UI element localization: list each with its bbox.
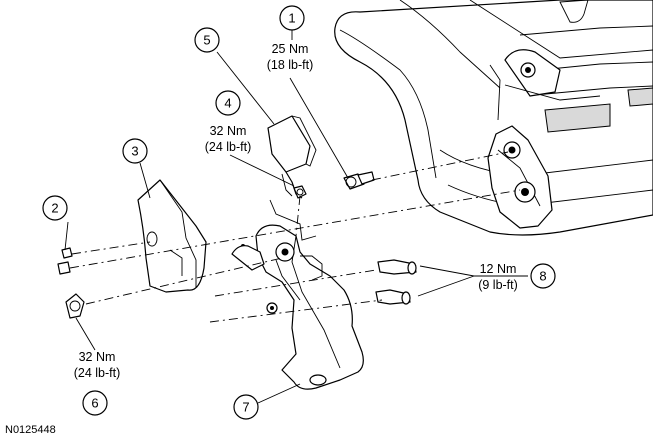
bolt-part-6 <box>65 293 85 319</box>
seat-frame <box>334 0 653 236</box>
callout-6-torque-nm: 32 Nm <box>79 350 116 364</box>
callout-2: 2 <box>42 195 68 221</box>
bolts-part-8 <box>375 259 417 305</box>
callout-4-torque-nm: 32 Nm <box>210 124 247 138</box>
callout-7-number: 7 <box>242 400 249 415</box>
callout-8-torque-nm: 12 Nm <box>480 262 517 276</box>
callout-5: 5 <box>194 27 220 53</box>
figure-id: N0125448 <box>5 424 56 436</box>
callout-5-number: 5 <box>203 33 210 48</box>
callout-1-torque-nm: 25 Nm <box>272 42 309 56</box>
seat-belt-buckle-part-5 <box>267 115 317 199</box>
bolt-1 <box>343 171 375 190</box>
bolts-part-2 <box>57 247 73 275</box>
bolt-4 <box>293 185 307 199</box>
callout-4-number: 4 <box>224 96 231 111</box>
seat-hinge-bracket <box>487 125 553 229</box>
callout-8-number: 8 <box>539 269 546 284</box>
leader-lines <box>64 30 528 404</box>
shield-cover-part-3 <box>137 179 207 293</box>
belt-strap-outline <box>269 199 317 241</box>
callout-6-number: 6 <box>91 396 98 411</box>
callout-6-torque-lbft: (24 lb-ft) <box>74 366 121 380</box>
lower-bracket-part-7 <box>231 224 364 390</box>
callout-3: 3 <box>122 138 148 164</box>
callout-3-number: 3 <box>131 144 138 159</box>
callout-2-number: 2 <box>51 201 58 216</box>
callout-4: 4 32 Nm (24 lb-ft) <box>205 90 252 154</box>
assembly-centerlines <box>69 151 521 323</box>
callout-1-number: 1 <box>288 11 295 26</box>
callout-6: 32 Nm (24 lb-ft) 6 <box>74 350 121 416</box>
callout-8: 12 Nm (9 lb-ft) 8 <box>478 262 556 292</box>
callout-1-torque-lbft: (18 lb-ft) <box>267 58 314 72</box>
callout-4-torque-lbft: (24 lb-ft) <box>205 140 252 154</box>
callout-7: 7 <box>233 394 259 420</box>
callout-1: 1 25 Nm (18 lb-ft) <box>267 5 314 72</box>
callout-8-torque-lbft: (9 lb-ft) <box>478 278 518 292</box>
